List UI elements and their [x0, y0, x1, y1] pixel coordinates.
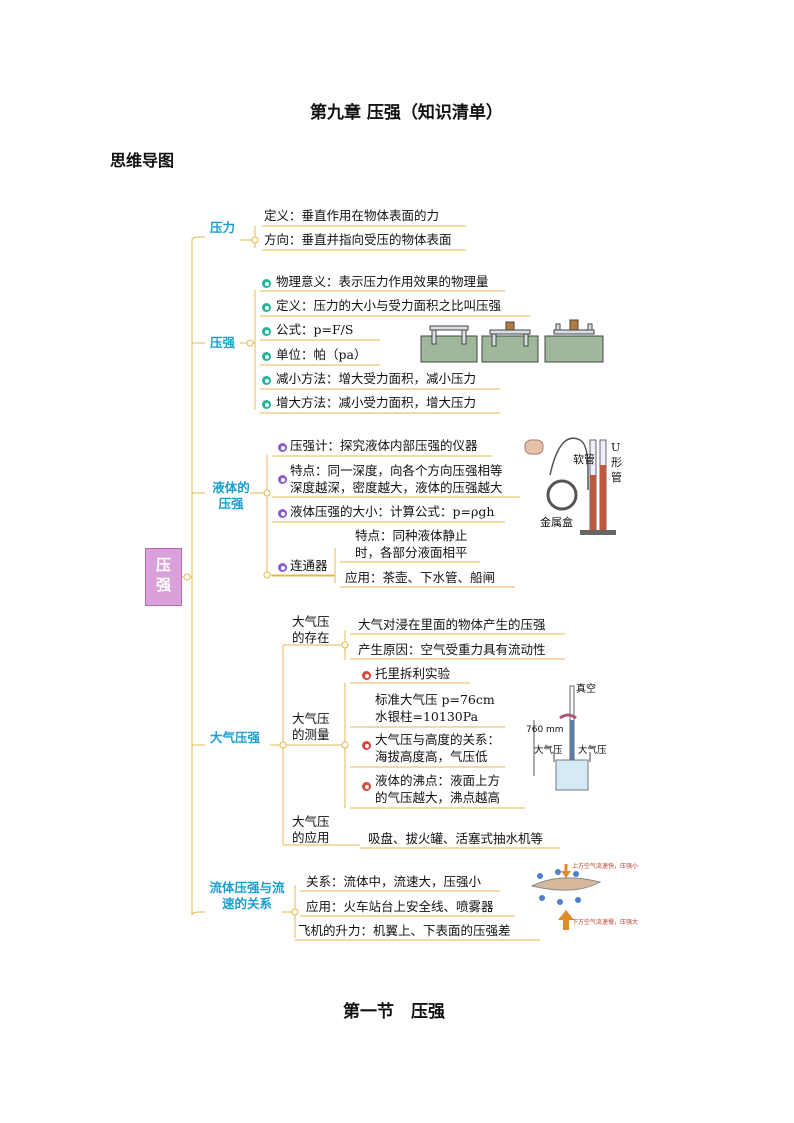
leaf-vessel-use: 应用：茶壶、下水管、船闸	[345, 570, 496, 585]
figure-label-bottom-air: 下方空气流速慢，压强大	[572, 918, 638, 926]
leaf-height-2: 海拔高度高，气压低	[375, 749, 488, 764]
leaf-atm-exist-label: 大气压的存在	[292, 614, 330, 645]
figure-label-box: 金属盒	[540, 515, 573, 529]
section-title: 第一节 压强	[343, 1002, 445, 1022]
category-fluid-flow: 流体压强与流速的关系	[209, 880, 285, 911]
leaf-atm-exist-1: 大气对浸在里面的物体产生的压强	[358, 617, 546, 632]
mindmap-heading: 思维导图	[110, 151, 175, 170]
figure-label-vacuum: 真空	[576, 682, 596, 695]
leaf-solid-decrease: 减小方法：增大受力面积，减小压力	[276, 371, 477, 386]
sponge-experiment-figure	[420, 319, 604, 363]
leaf-solid-meaning: 物理意义：表示压力作用效果的物理量	[276, 274, 489, 289]
figure-label-utube: U形管	[611, 441, 622, 484]
figure-label-top-air: 上方空气流速快，压强小	[572, 862, 638, 870]
leaf-liquid-gauge: 压强计：探究液体内部压强的仪器	[290, 438, 478, 453]
bullet-icon	[278, 443, 287, 452]
leaf-solid-definition: 定义：压力的大小与受力面积之比叫压强	[276, 298, 502, 313]
figure-label-atm-right: 大气压	[578, 744, 607, 756]
leaf-atm-exist-2: 产生原因：空气受重力具有流动性	[358, 642, 546, 657]
bullet-icon	[362, 671, 371, 680]
leaf-force-definition: 定义：垂直作用在物体表面的力	[264, 208, 440, 223]
category-atmospheric-pressure: 大气压强	[210, 730, 261, 745]
category-solid-pressure: 压强	[210, 335, 236, 350]
leaf-flow-lift: 飞机的升力：机翼上、下表面的压强差	[298, 923, 511, 938]
leaf-torricelli: 托里拆利实验	[375, 666, 451, 681]
leaf-flow-relation: 关系：流体中，流速大，压强小	[306, 874, 482, 889]
leaf-solid-increase: 增大方法：减小受力面积，增大压力	[276, 395, 477, 410]
leaf-atm-apply: 吸盘、拔火罐、活塞式抽水机等	[368, 831, 544, 846]
category-liquid-pressure: 液体的压强	[212, 480, 250, 511]
leaf-flow-apply: 应用：火车站台上安全线、喷雾器	[306, 899, 494, 914]
leaf-boil-1: 液体的沸点：液面上方	[375, 773, 501, 788]
bullet-icon	[278, 563, 287, 572]
leaf-vessel-feature-2: 时，各部分液面相平	[355, 545, 468, 560]
pressure-gauge-figure: 软管 金属盒	[524, 437, 616, 535]
page-title: 第九章 压强（知识清单）	[310, 103, 503, 123]
leaf-liquid-feature-2: 深度越深，密度越大，液体的压强越大	[290, 480, 503, 495]
leaf-force-direction: 方向：垂直并指向受压的物体表面	[264, 232, 452, 247]
figure-label-hose: 软管	[573, 452, 595, 466]
bullet-icon	[278, 509, 287, 518]
torricelli-figure: 真空 760 mm 大气压 大气压	[526, 682, 607, 791]
leaf-solid-formula: 公式：p=F/S	[276, 322, 354, 337]
leaf-boil-2: 的气压越大，沸点越高	[375, 790, 501, 805]
leaf-height-1: 大气压与高度的关系：	[375, 732, 501, 747]
leaf-atm-apply-label: 大气压的应用	[292, 814, 330, 845]
bullet-icon	[278, 475, 287, 484]
bullet-icon	[262, 352, 271, 361]
leaf-standard-1: 标准大气压 p=76cm	[375, 692, 495, 707]
leaf-atm-measure-label: 大气压的测量	[292, 711, 330, 742]
bullet-icon	[362, 741, 371, 750]
leaf-connected-vessel: 连通器	[290, 558, 328, 573]
bullet-icon	[262, 303, 271, 312]
leaf-standard-2: 水银柱=10130Pa	[375, 709, 479, 724]
bullet-icon	[262, 279, 271, 288]
bullet-icon	[262, 376, 271, 385]
wing-airflow-figure: 上方空气流速快，压强小 下方空气流速慢，压强大	[530, 862, 638, 930]
category-pressure-force: 压力	[210, 220, 236, 235]
bullet-icon	[262, 327, 271, 336]
bullet-icon	[262, 400, 271, 409]
figure-label-atm-left: 大气压	[534, 744, 563, 756]
root-node: 压强	[145, 548, 182, 606]
figure-label-760mm: 760 mm	[526, 725, 564, 735]
bullet-icon	[362, 782, 371, 791]
leaf-liquid-feature-1: 特点：同一深度，向各个方向压强相等	[290, 463, 503, 478]
leaf-vessel-feature-1: 特点：同种液体静止	[355, 528, 468, 543]
leaf-liquid-formula: 液体压强的大小：计算公式：p=ρgh	[290, 504, 495, 519]
leaf-solid-unit: 单位：帕（pa）	[276, 347, 367, 362]
